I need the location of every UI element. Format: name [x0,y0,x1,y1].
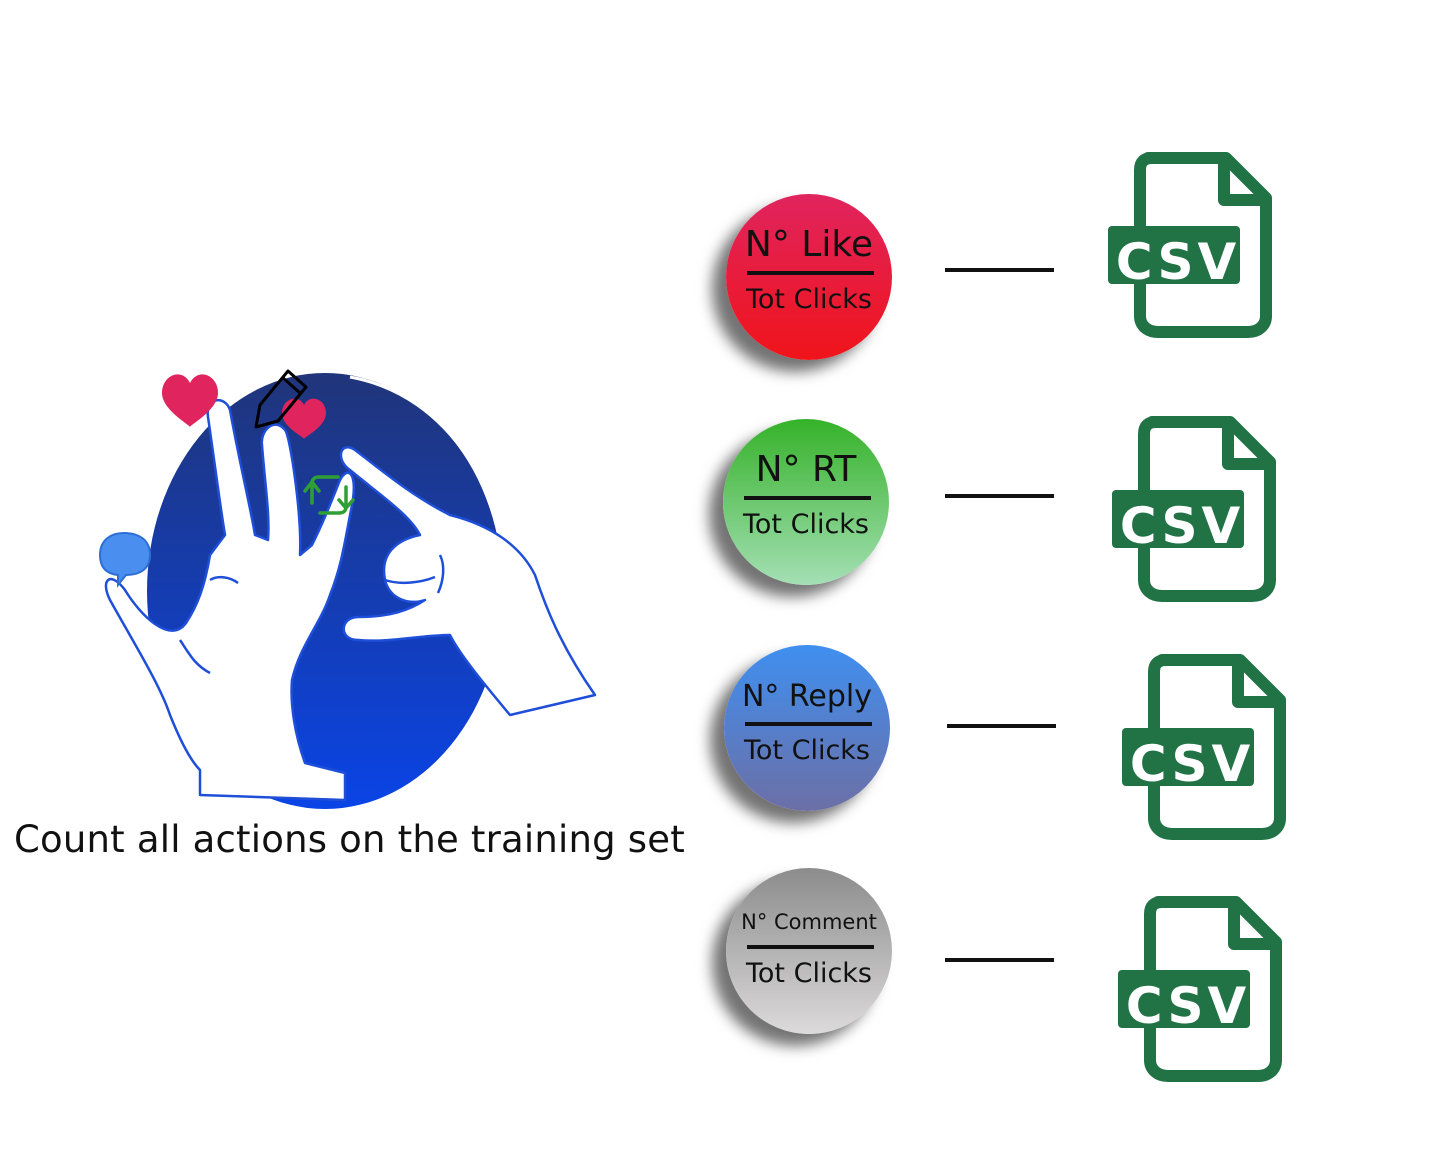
ratio-denominator: Tot Clicks [744,735,870,766]
connector-line [947,724,1056,728]
right-hand [339,446,597,717]
comment-bubble-icon [98,531,152,588]
connector-line [945,958,1054,962]
fraction-bar [747,271,874,275]
csv-file-icon: CSV [1122,648,1292,842]
heart-icon [162,374,218,427]
ratio-denominator: Tot Clicks [746,958,872,989]
ratio-numerator: N° RT [755,449,857,490]
csv-label: CSV [1115,233,1241,291]
csv-label: CSV [1125,977,1251,1035]
retweet-icon [303,475,355,515]
hands-illustration [98,369,597,809]
ratio-denominator: Tot Clicks [743,509,869,540]
connector-line [945,268,1054,272]
ratio-denominator: Tot Clicks [746,284,872,315]
left-hand [104,399,356,802]
heart-icon [282,398,326,439]
csv-file-icon: CSV [1118,890,1288,1084]
csv-label: CSV [1129,735,1255,793]
rt-ratio-circle: N° RT Tot Clicks [723,419,889,585]
ratio-numerator: N° Reply [741,679,873,714]
like-ratio-circle: N° Like Tot Clicks [726,194,892,360]
comment-ratio-circle: N° Comment Tot Clicks [726,868,892,1034]
fraction-bar [745,722,872,726]
pencil-icon [254,369,308,429]
fraction-bar [747,945,874,949]
csv-label: CSV [1119,497,1245,555]
csv-file-icon: CSV [1112,410,1282,604]
csv-file-icon: CSV [1108,146,1278,340]
ratio-numerator: N° Like [744,224,874,265]
reply-ratio-circle: N° Reply Tot Clicks [724,645,890,811]
fraction-bar [744,496,871,500]
ratio-numerator: N° Comment [741,910,877,934]
illustration-caption: Count all actions on the training set [14,818,685,861]
connector-line [945,494,1054,498]
